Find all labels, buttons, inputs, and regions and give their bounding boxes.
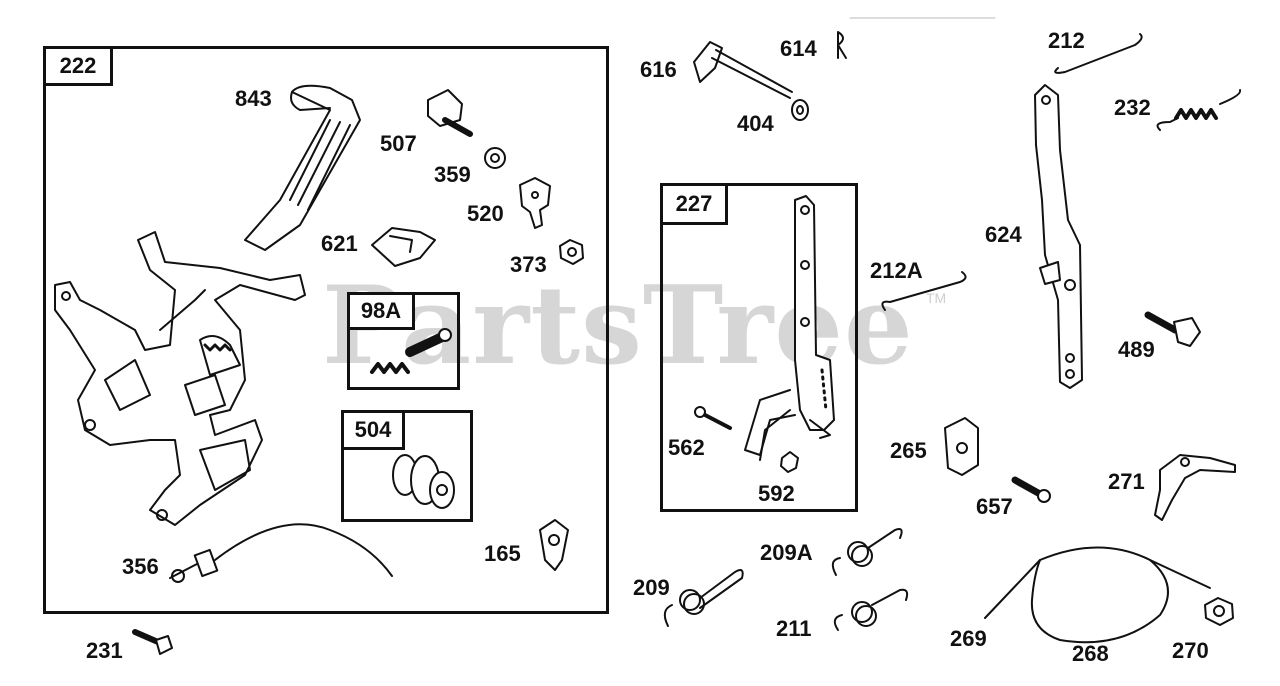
part-265-clip[interactable] bbox=[944, 417, 979, 476]
part-label-489[interactable]: 489 bbox=[1118, 337, 1155, 362]
part-212A-link[interactable] bbox=[881, 271, 967, 311]
part-label-624[interactable]: 624 bbox=[985, 222, 1022, 247]
part-98A-spring-screw[interactable] bbox=[370, 328, 452, 374]
part-label-562[interactable]: 562 bbox=[668, 435, 705, 460]
part-616-lever[interactable] bbox=[693, 41, 793, 99]
part-271-bracket[interactable] bbox=[1154, 454, 1236, 521]
part-label-614[interactable]: 614 bbox=[780, 36, 817, 61]
part-label-209A[interactable]: 209A bbox=[760, 540, 813, 565]
part-614-pin[interactable] bbox=[837, 31, 847, 59]
part-label-209[interactable]: 209 bbox=[633, 575, 670, 600]
part-label-212[interactable]: 212 bbox=[1048, 28, 1085, 53]
group-222-label[interactable]: 222 bbox=[43, 46, 113, 86]
part-label-211[interactable]: 211 bbox=[776, 616, 812, 641]
group-222-box bbox=[43, 46, 609, 614]
group-227-label[interactable]: 227 bbox=[660, 183, 728, 225]
part-507-screw[interactable] bbox=[427, 89, 473, 137]
part-label-268[interactable]: 268 bbox=[1072, 641, 1109, 666]
part-165-clip[interactable] bbox=[539, 519, 569, 571]
part-label-507[interactable]: 507 bbox=[380, 131, 417, 156]
part-label-373[interactable]: 373 bbox=[510, 252, 547, 277]
part-label-270[interactable]: 270 bbox=[1172, 638, 1209, 663]
part-624-lever[interactable] bbox=[1034, 84, 1083, 389]
part-592-nut[interactable] bbox=[780, 451, 799, 473]
part-label-231[interactable]: 231 bbox=[86, 638, 123, 663]
group-504-box bbox=[341, 410, 473, 522]
part-label-165[interactable]: 165 bbox=[484, 541, 521, 566]
part-label-232[interactable]: 232 bbox=[1114, 95, 1151, 120]
watermark-trademark: TM bbox=[926, 290, 947, 306]
part-231-bolt[interactable] bbox=[132, 629, 173, 655]
part-209A-spring[interactable] bbox=[831, 528, 903, 576]
part-label-265[interactable]: 265 bbox=[890, 438, 927, 463]
part-label-616[interactable]: 616 bbox=[640, 57, 677, 82]
part-label-404[interactable]: 404 bbox=[737, 111, 774, 136]
part-label-621[interactable]: 621 bbox=[321, 231, 358, 256]
part-356-cable[interactable] bbox=[169, 523, 393, 583]
part-control-bracket[interactable] bbox=[54, 231, 306, 526]
part-489-bolt[interactable] bbox=[1144, 311, 1201, 347]
part-373-nut[interactable] bbox=[559, 239, 584, 265]
part-label-356[interactable]: 356 bbox=[122, 554, 159, 579]
part-359-washer[interactable] bbox=[484, 147, 506, 169]
part-268-269-cable[interactable] bbox=[984, 546, 1211, 644]
group-227-box bbox=[660, 183, 858, 512]
part-520-plate[interactable] bbox=[519, 177, 551, 229]
part-211-spring[interactable] bbox=[833, 588, 909, 631]
part-label-269[interactable]: 269 bbox=[950, 626, 987, 651]
part-562-screw[interactable] bbox=[694, 406, 732, 430]
group-504-label[interactable]: 504 bbox=[341, 410, 405, 450]
part-label-592[interactable]: 592 bbox=[758, 481, 795, 506]
part-label-657[interactable]: 657 bbox=[976, 494, 1013, 519]
part-504-pulley[interactable] bbox=[392, 454, 455, 509]
part-232-spring[interactable] bbox=[1156, 89, 1242, 131]
part-label-843[interactable]: 843 bbox=[235, 86, 272, 111]
part-843-lever[interactable] bbox=[244, 84, 361, 251]
group-98A-label[interactable]: 98A bbox=[347, 292, 415, 330]
part-label-520[interactable]: 520 bbox=[467, 201, 504, 226]
part-270-nut[interactable] bbox=[1204, 597, 1234, 626]
part-404-washer[interactable] bbox=[791, 99, 809, 121]
part-label-359[interactable]: 359 bbox=[434, 162, 471, 187]
part-621-clip[interactable] bbox=[371, 227, 436, 267]
part-209-spring[interactable] bbox=[663, 569, 744, 627]
part-657-screw[interactable] bbox=[1011, 476, 1051, 503]
part-212-link[interactable] bbox=[1054, 33, 1143, 74]
part-label-212A[interactable]: 212A bbox=[870, 258, 923, 283]
part-label-271[interactable]: 271 bbox=[1108, 469, 1145, 494]
part-227-governor-lever[interactable] bbox=[744, 195, 835, 461]
